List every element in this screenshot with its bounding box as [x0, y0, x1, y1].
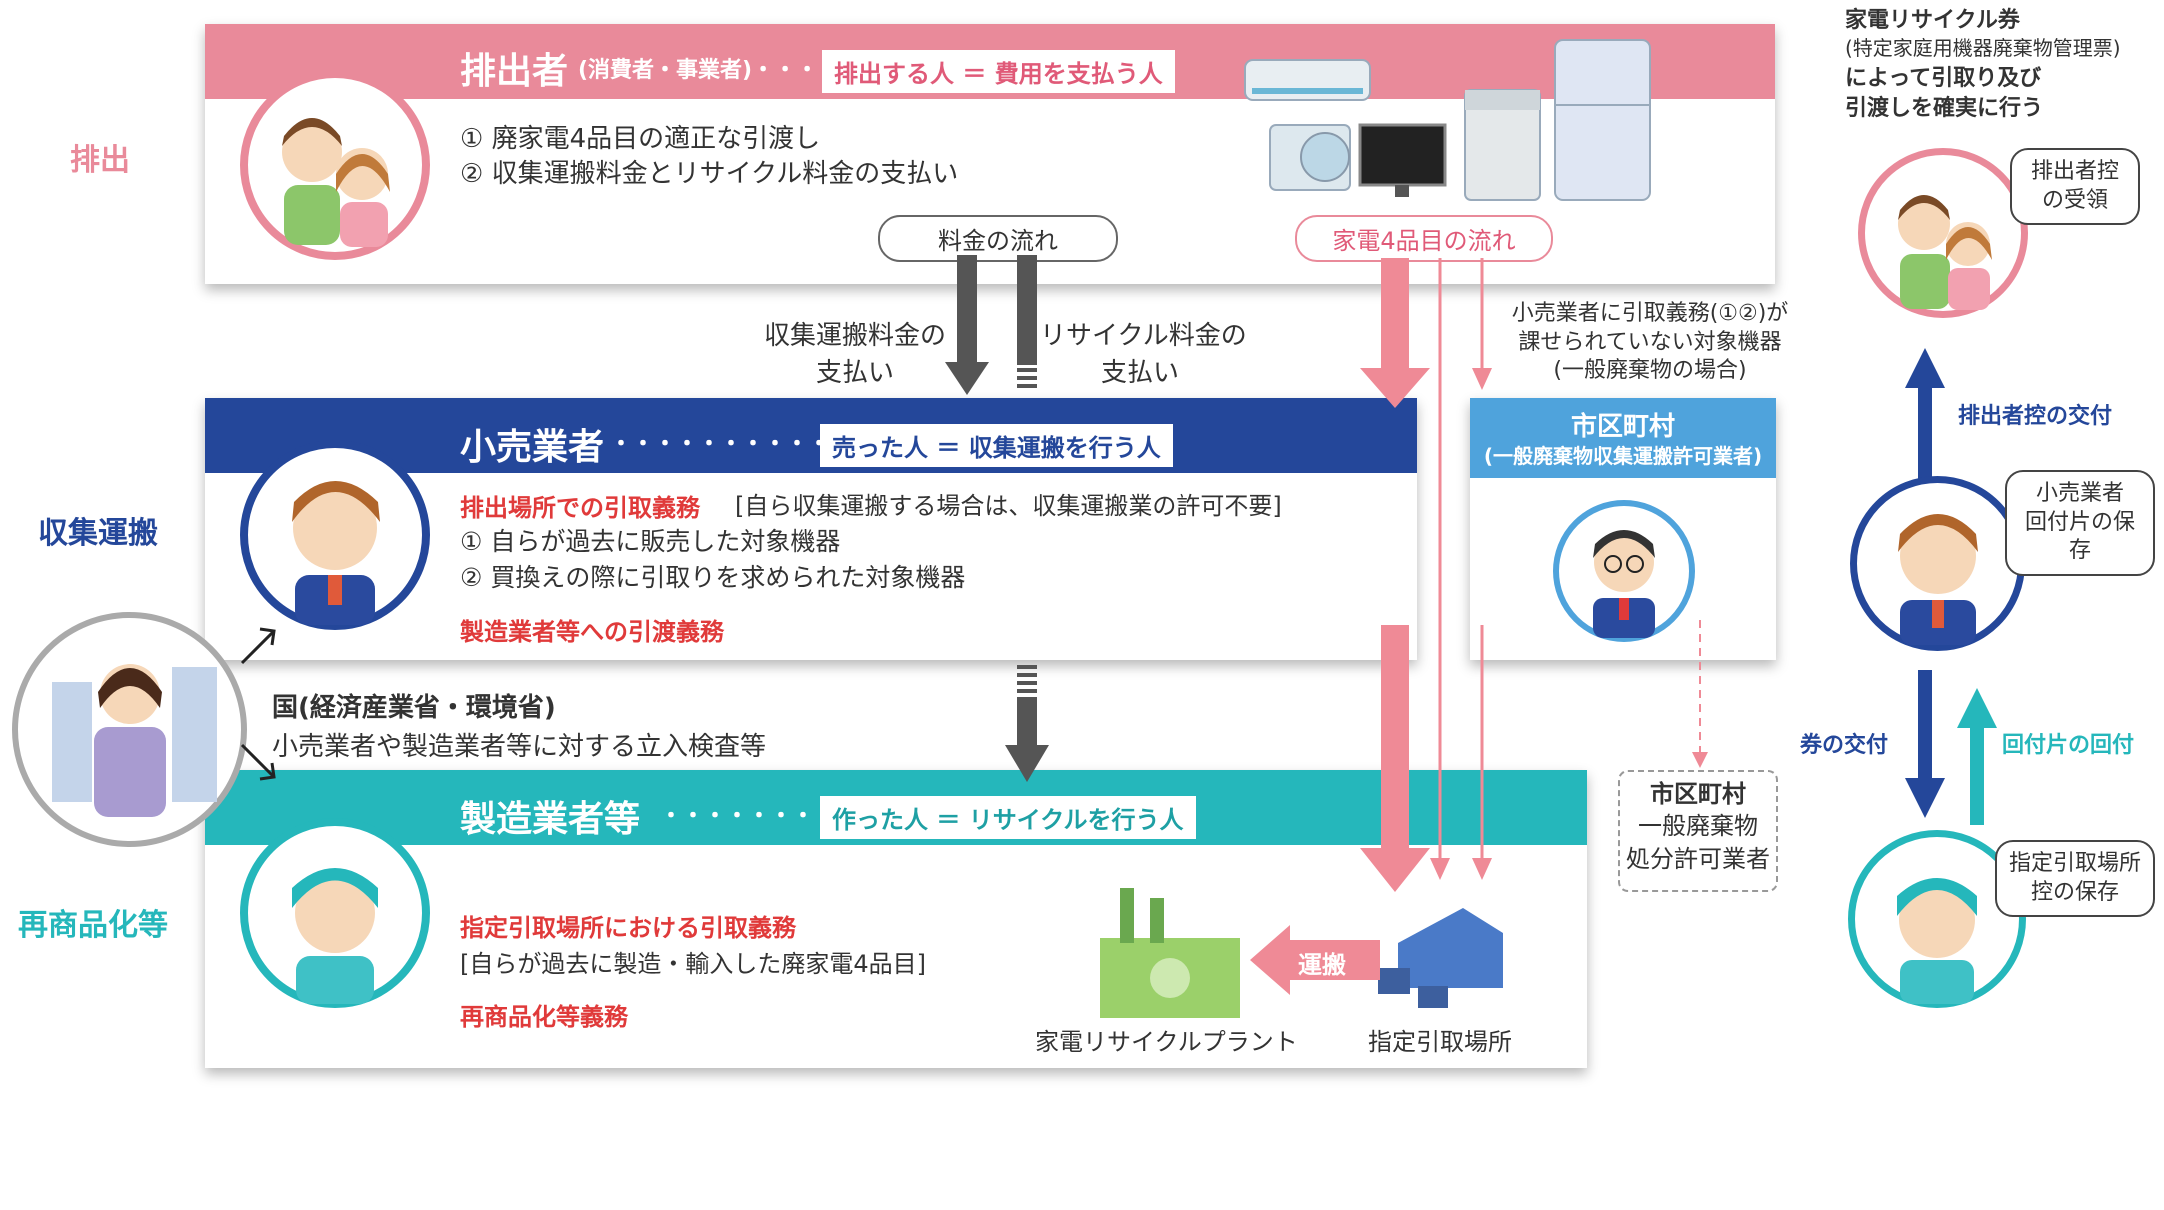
label-issue-copy: 排出者控の交付 — [1958, 404, 2113, 429]
municipality-subtitle: (一般廃棄物収集運搬許可業者) — [1483, 444, 1763, 468]
site-label: 指定引取場所 — [1368, 1028, 1512, 1056]
television-icon — [1358, 123, 1447, 197]
municipal-worker-avatar — [1553, 500, 1695, 642]
return-arrow-shaft — [1970, 725, 1984, 825]
bubble-retailer-copy: 小売業者 回付片の保存 — [2005, 470, 2155, 576]
municipal-note-line-2: 課せられていない対象機器 — [1518, 329, 1782, 355]
discharger-title-suffix: (消費者・事業者)・・・ — [578, 58, 819, 83]
recycling-fee-label: リサイクル料金の 支払い — [1040, 315, 1247, 389]
stage-label-recycling: 再商品化等 — [18, 908, 168, 943]
label-ticket: 券の交付 — [1800, 733, 1889, 758]
manufacturer-duty-note: [自らが過去に製造・輸入した廃家電4品目] — [460, 950, 926, 978]
retailer-title: 小売業者 — [460, 427, 605, 468]
disposal-box: 市区町村 一般廃棄物 処分許可業者 — [1618, 770, 1778, 892]
label-return: 回付片の回付 — [2002, 733, 2135, 758]
manufacturer-duty-label: 指定引取場所における引取義務 — [460, 914, 796, 942]
retailer-item-2: ② 買換えの際に引取りを求められた対象機器 — [460, 563, 966, 592]
bubble-top-line-2: の受領 — [2041, 187, 2108, 213]
retailer-avatar — [240, 440, 430, 630]
ticket-retailer-illustration — [1898, 514, 1978, 645]
ticket-retailer-avatar — [1850, 476, 2025, 651]
recycling-fee-line-1: リサイクル料金の — [1040, 321, 1247, 351]
retailer-band — [205, 398, 1417, 473]
money-flow-pill: 料金の流れ — [878, 215, 1118, 262]
ticket-arrow-shaft — [1918, 670, 1932, 780]
discharger-tag: 排出する人 ＝ 費用を支払う人 — [822, 50, 1175, 93]
transport-fee-label: 収集運搬料金の 支払い — [755, 315, 955, 389]
transport-fee-line-1: 収集運搬料金の — [763, 321, 946, 351]
recycling-fee-line-2: 支払い — [1100, 358, 1179, 388]
discharger-item-2: ② 収集運搬料金とリサイクル料金の支払い — [460, 159, 959, 189]
washing-machine-icon — [1464, 89, 1541, 201]
manufacturer-fee-arrow-shaft — [1017, 697, 1037, 745]
bubble-bot-line-2: 控の保存 — [2030, 879, 2119, 905]
couple-illustration — [282, 118, 390, 247]
ticket-subtitle: (特定家庭用機器廃棄物管理票) — [1845, 36, 2121, 60]
retailer-duty-note: [自ら収集運搬する場合は、収集運搬業の許可不要] — [735, 492, 1282, 520]
municipal-note-line-3: (一般廃棄物の場合) — [1553, 358, 1747, 384]
government-avatar — [12, 612, 247, 847]
retailer-duty-label: 排出場所での引取義務 — [460, 494, 700, 522]
ticket-desc-1: によって引取り及び — [1845, 66, 2042, 91]
ticket-worker-illustration — [1897, 878, 1977, 1004]
municipal-note: 小売業者に引取義務(①②)が 課せられていない対象機器 (一般廃棄物の場合) — [1485, 300, 1815, 386]
bubble-mid-line-1: 小売業者 — [2035, 481, 2124, 506]
return-arrow-head — [1957, 688, 1997, 728]
discharger-avatar — [240, 70, 430, 260]
stage-label-collection: 収集運搬 — [38, 516, 158, 551]
manufacturer-tag: 作った人 ＝ リサイクルを行う人 — [820, 796, 1196, 839]
government-title: 国(経済産業省・環境省) — [272, 693, 556, 723]
retailer-person-illustration — [292, 481, 380, 625]
air-conditioner-icon — [1244, 59, 1371, 101]
ticket-discharger-avatar — [1858, 148, 2028, 318]
bubble-site-copy: 指定引取場所 控の保存 — [1995, 840, 2155, 918]
transport-arrow — [1250, 925, 1380, 995]
manufacturer-title: 製造業者等 — [460, 799, 641, 840]
ticket-arrow-head — [1905, 778, 1945, 818]
municipal-worker-illustration — [1593, 530, 1655, 638]
manufacturer-duty2: 再商品化等義務 — [460, 1003, 628, 1031]
appliance-flow-pill: 家電4品目の流れ — [1295, 215, 1553, 262]
discharger-item-1: ① 廃家電4品目の適正な引渡し — [460, 124, 821, 154]
government-official-illustration — [52, 664, 217, 817]
municipality-band — [1470, 398, 1776, 478]
outdoor-unit-icon — [1269, 124, 1351, 191]
disposal-title: 市区町村 — [1650, 780, 1746, 808]
recycling-plant-icon — [1100, 888, 1240, 1018]
transport-fee-line-2: 支払い — [815, 358, 894, 388]
retailer-card — [205, 398, 1417, 660]
government-desc: 小売業者や製造業者等に対する立入検査等 — [272, 732, 767, 762]
municipal-note-line-1: 小売業者に引取義務(①②)が — [1511, 301, 1789, 326]
appliances-illustration — [1244, 39, 1651, 201]
stage-label-discharge: 排出 — [70, 143, 130, 178]
disposal-line-1: 一般廃棄物 — [1638, 812, 1758, 841]
bubble-top-line-1: 排出者控 — [2030, 159, 2119, 184]
ticket-title: 家電リサイクル券 — [1845, 8, 2020, 33]
issue-copy-arrow-shaft — [1918, 385, 1932, 485]
refrigerator-icon — [1554, 39, 1651, 201]
ticket-desc-2: 引渡しを確実に行う — [1845, 96, 2044, 121]
disposal-line-2: 処分許可業者 — [1626, 844, 1770, 873]
factory-worker-illustration — [292, 868, 378, 1004]
bubble-bot-line-1: 指定引取場所 — [2008, 851, 2141, 876]
bubble-mid-line-2: 回付片の保存 — [2024, 509, 2135, 564]
plant-label: 家電リサイクルプラント — [1035, 1028, 1298, 1056]
manufacturer-avatar — [240, 818, 430, 1008]
retailer-duty2: 製造業者等への引渡義務 — [460, 618, 724, 646]
transport-label: 運搬 — [1298, 951, 1346, 979]
municipality-title: 市区町村 — [1570, 412, 1675, 442]
retailer-tag: 売った人 ＝ 収集運搬を行う人 — [820, 424, 1173, 467]
discharger-title: 排出者 — [460, 51, 569, 92]
ticket-couple-illustration — [1898, 195, 1992, 310]
government-arrows — [240, 627, 276, 781]
retailer-item-1: ① 自らが過去に販売した対象機器 — [460, 527, 841, 556]
bubble-discharger-copy: 排出者控 の受領 — [2010, 148, 2140, 226]
issue-copy-arrow-head — [1905, 348, 1945, 388]
designated-site-icon — [1378, 908, 1503, 1008]
